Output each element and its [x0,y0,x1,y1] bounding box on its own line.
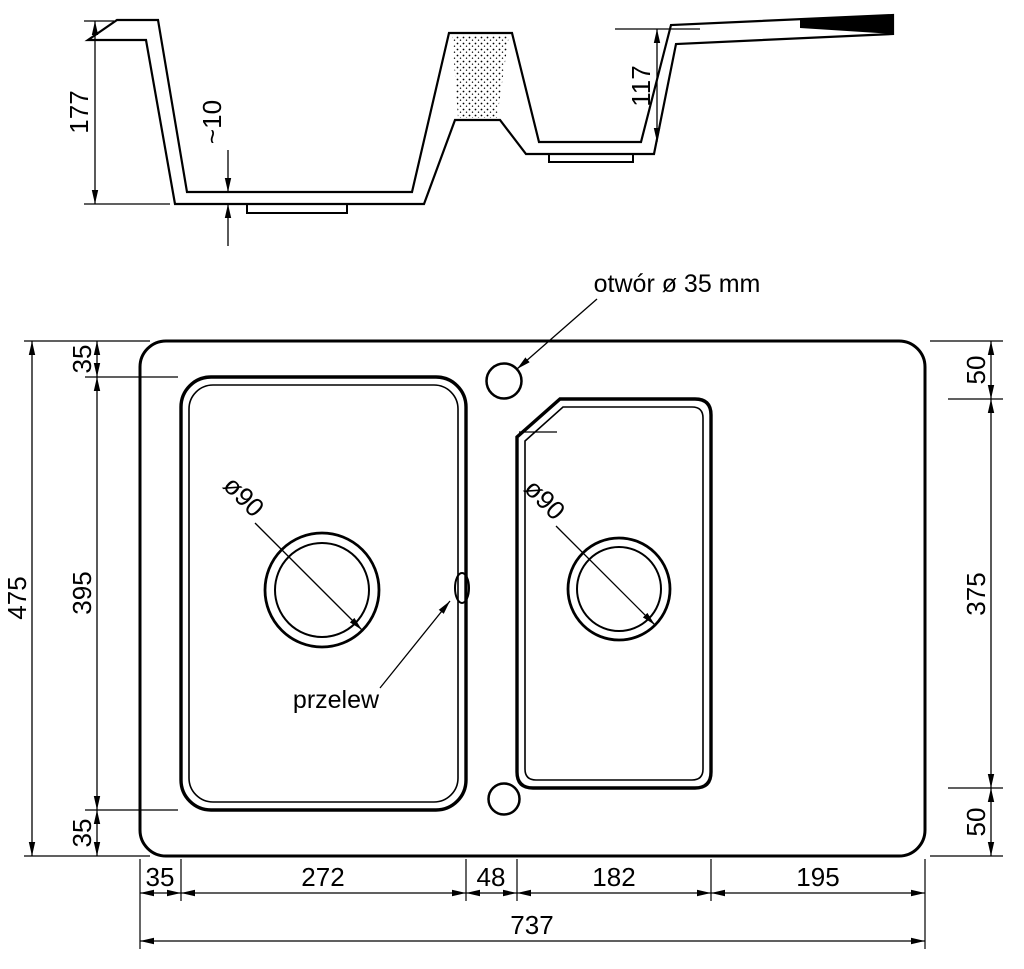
faucet-hole-label: otwór ø 35 mm [594,270,761,298]
overflow-callout: przelew [293,600,451,714]
dim-depth-main: 177 [64,20,170,205]
dim-total-height: 475 [2,340,150,857]
dim-right-bottom-margin-value: 50 [961,808,991,837]
dim-main-bowl-w-value: 272 [301,862,344,892]
main-drain-callout: ø90 [217,470,363,631]
dim-left-margins-and-bowl: 35 395 35 [67,341,178,856]
faucet-hole-top [485,362,523,400]
main-drain [263,531,381,649]
dim-right-top-margin-value: 50 [961,356,991,385]
dim-bowl-height-value: 395 [67,571,97,614]
dim-depth-small: 117 [615,28,700,142]
faucet-hole-callout: otwór ø 35 mm [516,270,761,370]
main-drain-diameter: ø90 [217,470,270,523]
dim-left-margin-w-value: 35 [146,862,175,892]
faucet-hole-bottom [487,782,521,816]
section-drainer-edge [800,15,893,34]
dim-bottom-margin-value: 35 [67,819,97,848]
dim-top-margin-value: 35 [67,345,97,374]
dim-right-side: 50 375 50 [930,340,1003,857]
dim-bottom-thickness: ~10 [197,100,232,246]
dim-total-width-value: 737 [510,910,553,940]
overflow-opening [454,572,470,604]
sink-outline [138,339,927,858]
dim-bottom-segments: 35 272 48 182 195 [139,859,926,949]
plan-view: ø90 ø90 otwór ø 35 mm przelew 475 [2,270,1003,949]
dim-drainer-w-value: 195 [796,862,839,892]
section-view: 177 ~10 117 [64,13,895,246]
overflow-label: przelew [293,686,380,714]
dim-depth-main-value: 177 [64,90,94,133]
dim-total-width: 737 [140,910,925,945]
section-divider-texture [452,35,509,118]
small-drain-diameter: ø90 [518,473,571,526]
small-bowl-outline [515,397,713,790]
dim-depth-small-value: 117 [626,65,656,106]
main-bowl-inner-edge [188,384,459,803]
section-small-drain-recess [548,154,634,163]
main-bowl-outline [179,375,468,812]
dim-bottom-thickness-value: ~10 [197,100,227,144]
dim-total-height-value: 475 [2,576,32,619]
section-main-drain-recess [246,204,348,214]
small-drain [566,536,672,642]
small-bowl-inner-edge [524,406,704,781]
dim-gap-w-value: 48 [477,862,506,892]
dim-small-bowl-w-value: 182 [592,862,635,892]
dim-right-bowl-height-value: 375 [961,572,991,615]
